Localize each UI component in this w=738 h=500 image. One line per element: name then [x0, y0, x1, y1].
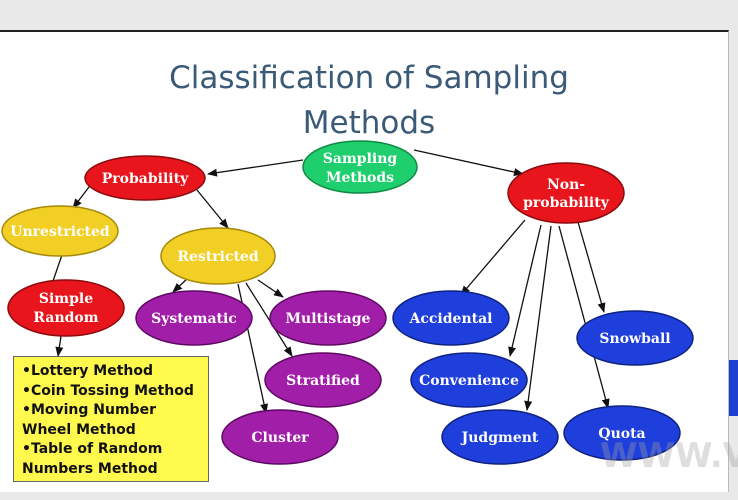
- node-simple-random-line1: Simple: [39, 291, 93, 307]
- node-sampling-methods-line1: Sampling: [323, 151, 398, 167]
- node-systematic-label: Systematic: [151, 311, 237, 327]
- node-judgment: Judgment: [441, 409, 559, 465]
- node-restricted-label: Restricted: [177, 249, 258, 265]
- simple-random-methods-box: •Lottery Method •Coin Tossing Method •Mo…: [13, 356, 209, 482]
- node-quota: Quota: [563, 405, 681, 461]
- node-convenience-label: Convenience: [419, 373, 519, 389]
- methods-box-item: Numbers Method: [22, 460, 158, 477]
- methods-box-item: •Table of Random: [22, 441, 163, 457]
- node-simple-random-line2: Random: [33, 310, 98, 326]
- edge-nonprob-accidental: [460, 219, 526, 296]
- node-sampling-methods: Sampling Methods: [302, 140, 418, 194]
- node-unrestricted: Unrestricted: [1, 205, 119, 257]
- methods-box-item: •Lottery Method: [22, 363, 153, 379]
- edge-accent-bar: [729, 360, 738, 416]
- node-convenience: Convenience: [410, 352, 528, 408]
- node-cluster: Cluster: [221, 409, 339, 465]
- node-non-probability-line2: probability: [523, 195, 610, 211]
- edge-nonprob-convenience: [508, 224, 542, 357]
- edge-nonprob-quota: [558, 225, 610, 409]
- node-stratified-label: Stratified: [286, 373, 360, 389]
- slide-title-line1: Classification of Sampling: [169, 60, 569, 96]
- edge-sampling-probability: [207, 159, 304, 177]
- node-sampling-methods-line2: Methods: [326, 170, 394, 186]
- node-quota-label: Quota: [598, 426, 645, 442]
- node-accidental-label: Accidental: [409, 311, 493, 327]
- node-probability-label: Probability: [102, 171, 189, 187]
- edge-unrestricted-simple-random: [52, 254, 63, 282]
- node-unrestricted-label: Unrestricted: [10, 224, 110, 240]
- node-snowball-label: Snowball: [599, 331, 670, 347]
- methods-box-item: Wheel Method: [22, 421, 136, 438]
- edge-nonprob-judgment: [524, 225, 552, 411]
- node-restricted: Restricted: [160, 227, 276, 285]
- watermark: WWW.V: [600, 436, 738, 476]
- edge-probability-restricted: [196, 189, 229, 229]
- edge-restricted-stratified: [245, 282, 293, 357]
- edge-sampling-nonprobability: [413, 149, 524, 176]
- node-stratified: Stratified: [264, 352, 382, 408]
- edge-probability-unrestricted: [72, 182, 93, 209]
- edge-restricted-multistage: [257, 279, 284, 298]
- node-judgment-label: Judgment: [460, 430, 539, 446]
- node-systematic: Systematic: [135, 290, 253, 346]
- node-non-probability-line1: Non-: [547, 177, 585, 193]
- edge-nonprob-snowball: [577, 221, 606, 313]
- diagram-edges: [52, 149, 610, 414]
- node-cluster-label: Cluster: [251, 430, 309, 446]
- slide-title-line2: Methods: [303, 105, 435, 141]
- edge-simple-random-box: [55, 335, 64, 357]
- node-probability: Probability: [84, 155, 206, 201]
- node-snowball: Snowball: [576, 310, 694, 366]
- node-multistage: Multistage: [269, 290, 387, 346]
- methods-box-item: •Coin Tossing Method: [22, 382, 194, 399]
- node-multistage-label: Multistage: [286, 311, 371, 327]
- methods-box-item: •Moving Number: [22, 402, 156, 418]
- node-non-probability: Non- probability: [507, 162, 625, 224]
- edge-restricted-systematic: [172, 277, 189, 293]
- node-simple-random: Simple Random: [7, 279, 125, 337]
- node-accidental: Accidental: [392, 290, 510, 346]
